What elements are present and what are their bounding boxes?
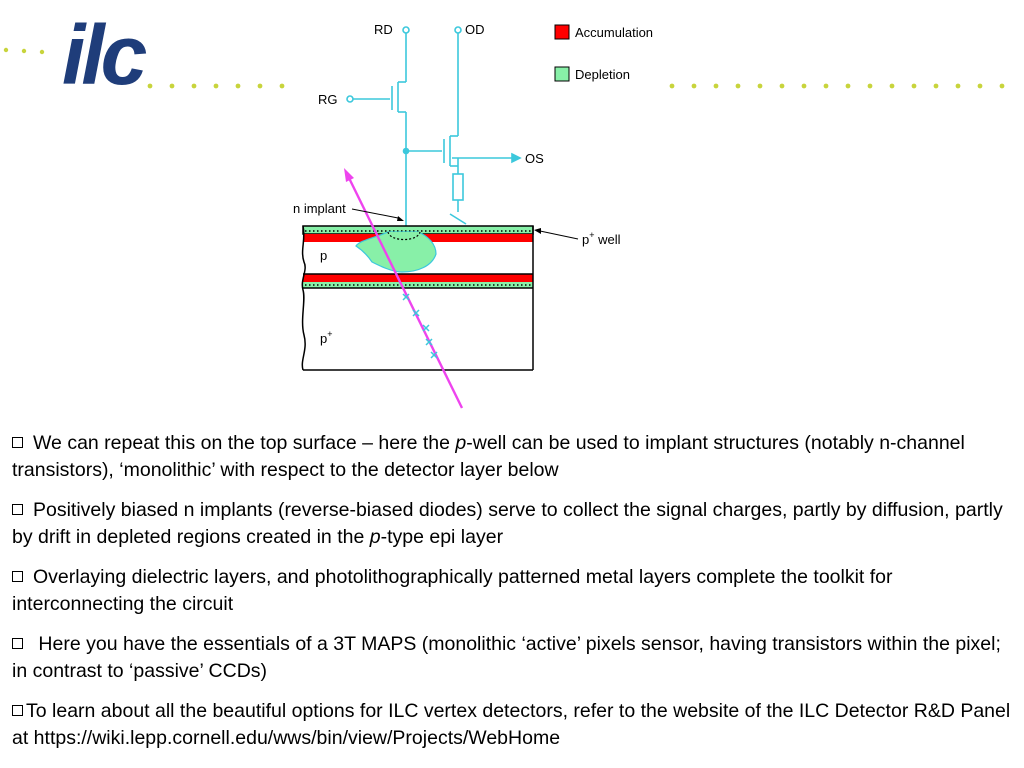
bullet-item: To learn about all the beautiful options… (12, 700, 1011, 749)
label-os: OS (525, 151, 544, 166)
ilc-logo: ilc (62, 8, 147, 100)
circuit (346, 26, 522, 228)
silicon-cross-section (301, 225, 534, 371)
legend-swatch-depletion (554, 66, 570, 82)
bullet-item: Here you have the essentials of a 3T MAP… (12, 633, 1001, 682)
label-p-plus: p+ (320, 329, 333, 346)
legend-depletion: Depletion (575, 67, 630, 82)
dot-row-left (3, 47, 45, 55)
legend-swatch-accumulation (554, 24, 570, 40)
checkbox-bullet-icon (12, 705, 23, 716)
label-p-layer: p (320, 248, 327, 263)
depletion-region (355, 231, 437, 273)
bullet-item: Positively biased n implants (reverse-bi… (12, 499, 1003, 548)
bullet-list: We can repeat this on the top surface – … (12, 430, 1017, 765)
label-rg: RG (318, 92, 338, 107)
bullet-item: Overlaying dielectric layers, and photol… (12, 566, 893, 615)
legend-accumulation: Accumulation (575, 25, 653, 40)
label-p-well: p+ well (582, 230, 621, 247)
checkbox-bullet-icon (12, 571, 23, 582)
checkbox-bullet-icon (12, 638, 23, 649)
header-decoration: ilc (3, 8, 1005, 100)
legend: Accumulation Depletion (554, 24, 653, 82)
label-rd: RD (374, 22, 393, 37)
label-od: OD (465, 22, 485, 37)
checkbox-bullet-icon (12, 437, 23, 448)
label-n-implant: n implant (293, 201, 346, 216)
dot-row-logo (147, 83, 285, 89)
checkbox-bullet-icon (12, 504, 23, 515)
bullet-item: We can repeat this on the top surface – … (12, 432, 965, 481)
maps-pixel-diagram: Accumulation Depletion RD OD RG OS (293, 22, 653, 409)
particle-track (344, 168, 464, 409)
dot-row-right (669, 83, 1005, 89)
